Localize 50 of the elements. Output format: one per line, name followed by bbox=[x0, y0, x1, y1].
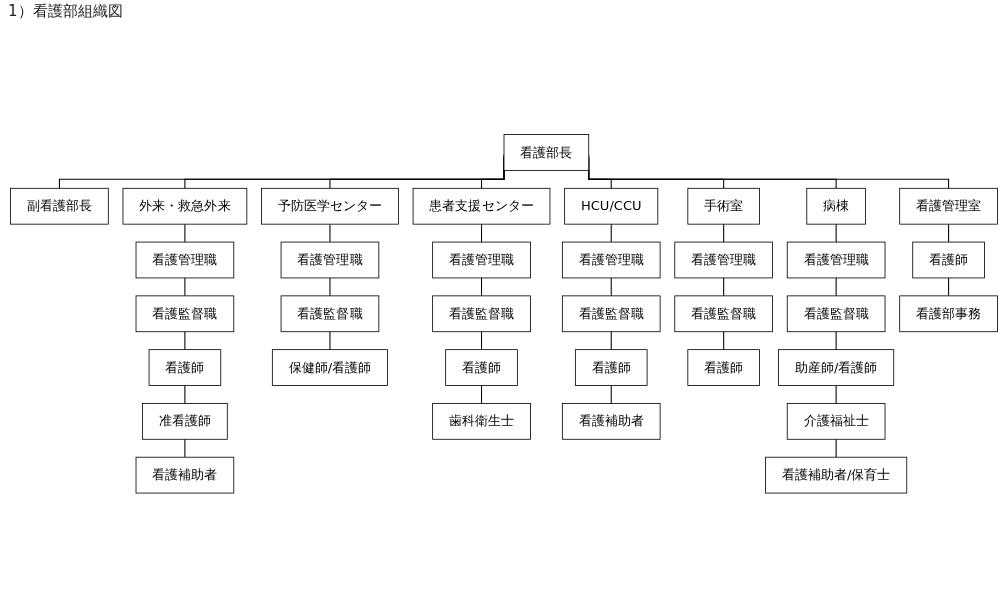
node-box: 助産師/看護師 bbox=[777, 349, 894, 387]
connector bbox=[328, 277, 330, 297]
node-box: 看護管理職 bbox=[135, 241, 234, 279]
node-box: 看護管理室 bbox=[898, 188, 998, 225]
node-box: 看護師 bbox=[686, 349, 760, 387]
connector bbox=[183, 223, 185, 243]
node-box: 看護監督職 bbox=[786, 295, 885, 333]
node-box: 看護師 bbox=[911, 241, 985, 279]
node-box: 予防医学センター bbox=[260, 188, 399, 225]
node-box: 看護監督職 bbox=[431, 295, 531, 333]
connector bbox=[835, 438, 837, 458]
node-box: 外来・救急外来 bbox=[122, 188, 247, 225]
connector bbox=[835, 331, 837, 351]
node-box: 看護部長 bbox=[503, 134, 589, 171]
connector bbox=[480, 169, 505, 190]
node-box: 患者支援センター bbox=[412, 188, 550, 225]
node-box: HCU/CCU bbox=[563, 188, 658, 225]
node-box: 看護監督職 bbox=[673, 295, 773, 333]
connector bbox=[835, 385, 837, 405]
connector bbox=[835, 223, 837, 243]
connector bbox=[328, 331, 330, 351]
connector bbox=[183, 438, 185, 458]
node-box: 看護監督職 bbox=[561, 295, 661, 333]
node-box: 看護師 bbox=[444, 349, 518, 387]
node-box: 手術室 bbox=[686, 188, 760, 225]
node-box: 看護監督職 bbox=[135, 295, 234, 333]
connector bbox=[328, 223, 330, 243]
node-box: 病棟 bbox=[805, 188, 866, 225]
node-box: 看護師 bbox=[148, 349, 221, 387]
node-box: 看護師 bbox=[574, 349, 647, 387]
node-box: 看護部事務 bbox=[898, 295, 998, 333]
node-box: 看護管理職 bbox=[673, 241, 773, 279]
connector bbox=[183, 331, 185, 351]
node-box: 看護管理職 bbox=[431, 241, 531, 279]
diagram-title: 1）看護部組織図 bbox=[8, 2, 123, 21]
node-box: 歯科衛生士 bbox=[431, 403, 531, 440]
node-box: 看護補助者 bbox=[135, 457, 234, 494]
node-box: 准看護師 bbox=[141, 403, 228, 440]
node-box: 保健師/看護師 bbox=[271, 349, 388, 387]
node-box: 看護監督職 bbox=[280, 295, 379, 333]
node-box: 看護管理職 bbox=[786, 241, 885, 279]
node-box: 副看護部長 bbox=[9, 188, 109, 225]
connector bbox=[183, 385, 185, 405]
connector bbox=[183, 277, 185, 297]
connector bbox=[835, 277, 837, 297]
node-box: 介護福祉士 bbox=[786, 403, 885, 440]
node-box: 看護管理職 bbox=[561, 241, 661, 279]
node-box: 看護補助者 bbox=[561, 403, 661, 440]
node-box: 看護管理職 bbox=[280, 241, 379, 279]
node-box: 看護補助者/保育士 bbox=[764, 457, 907, 494]
